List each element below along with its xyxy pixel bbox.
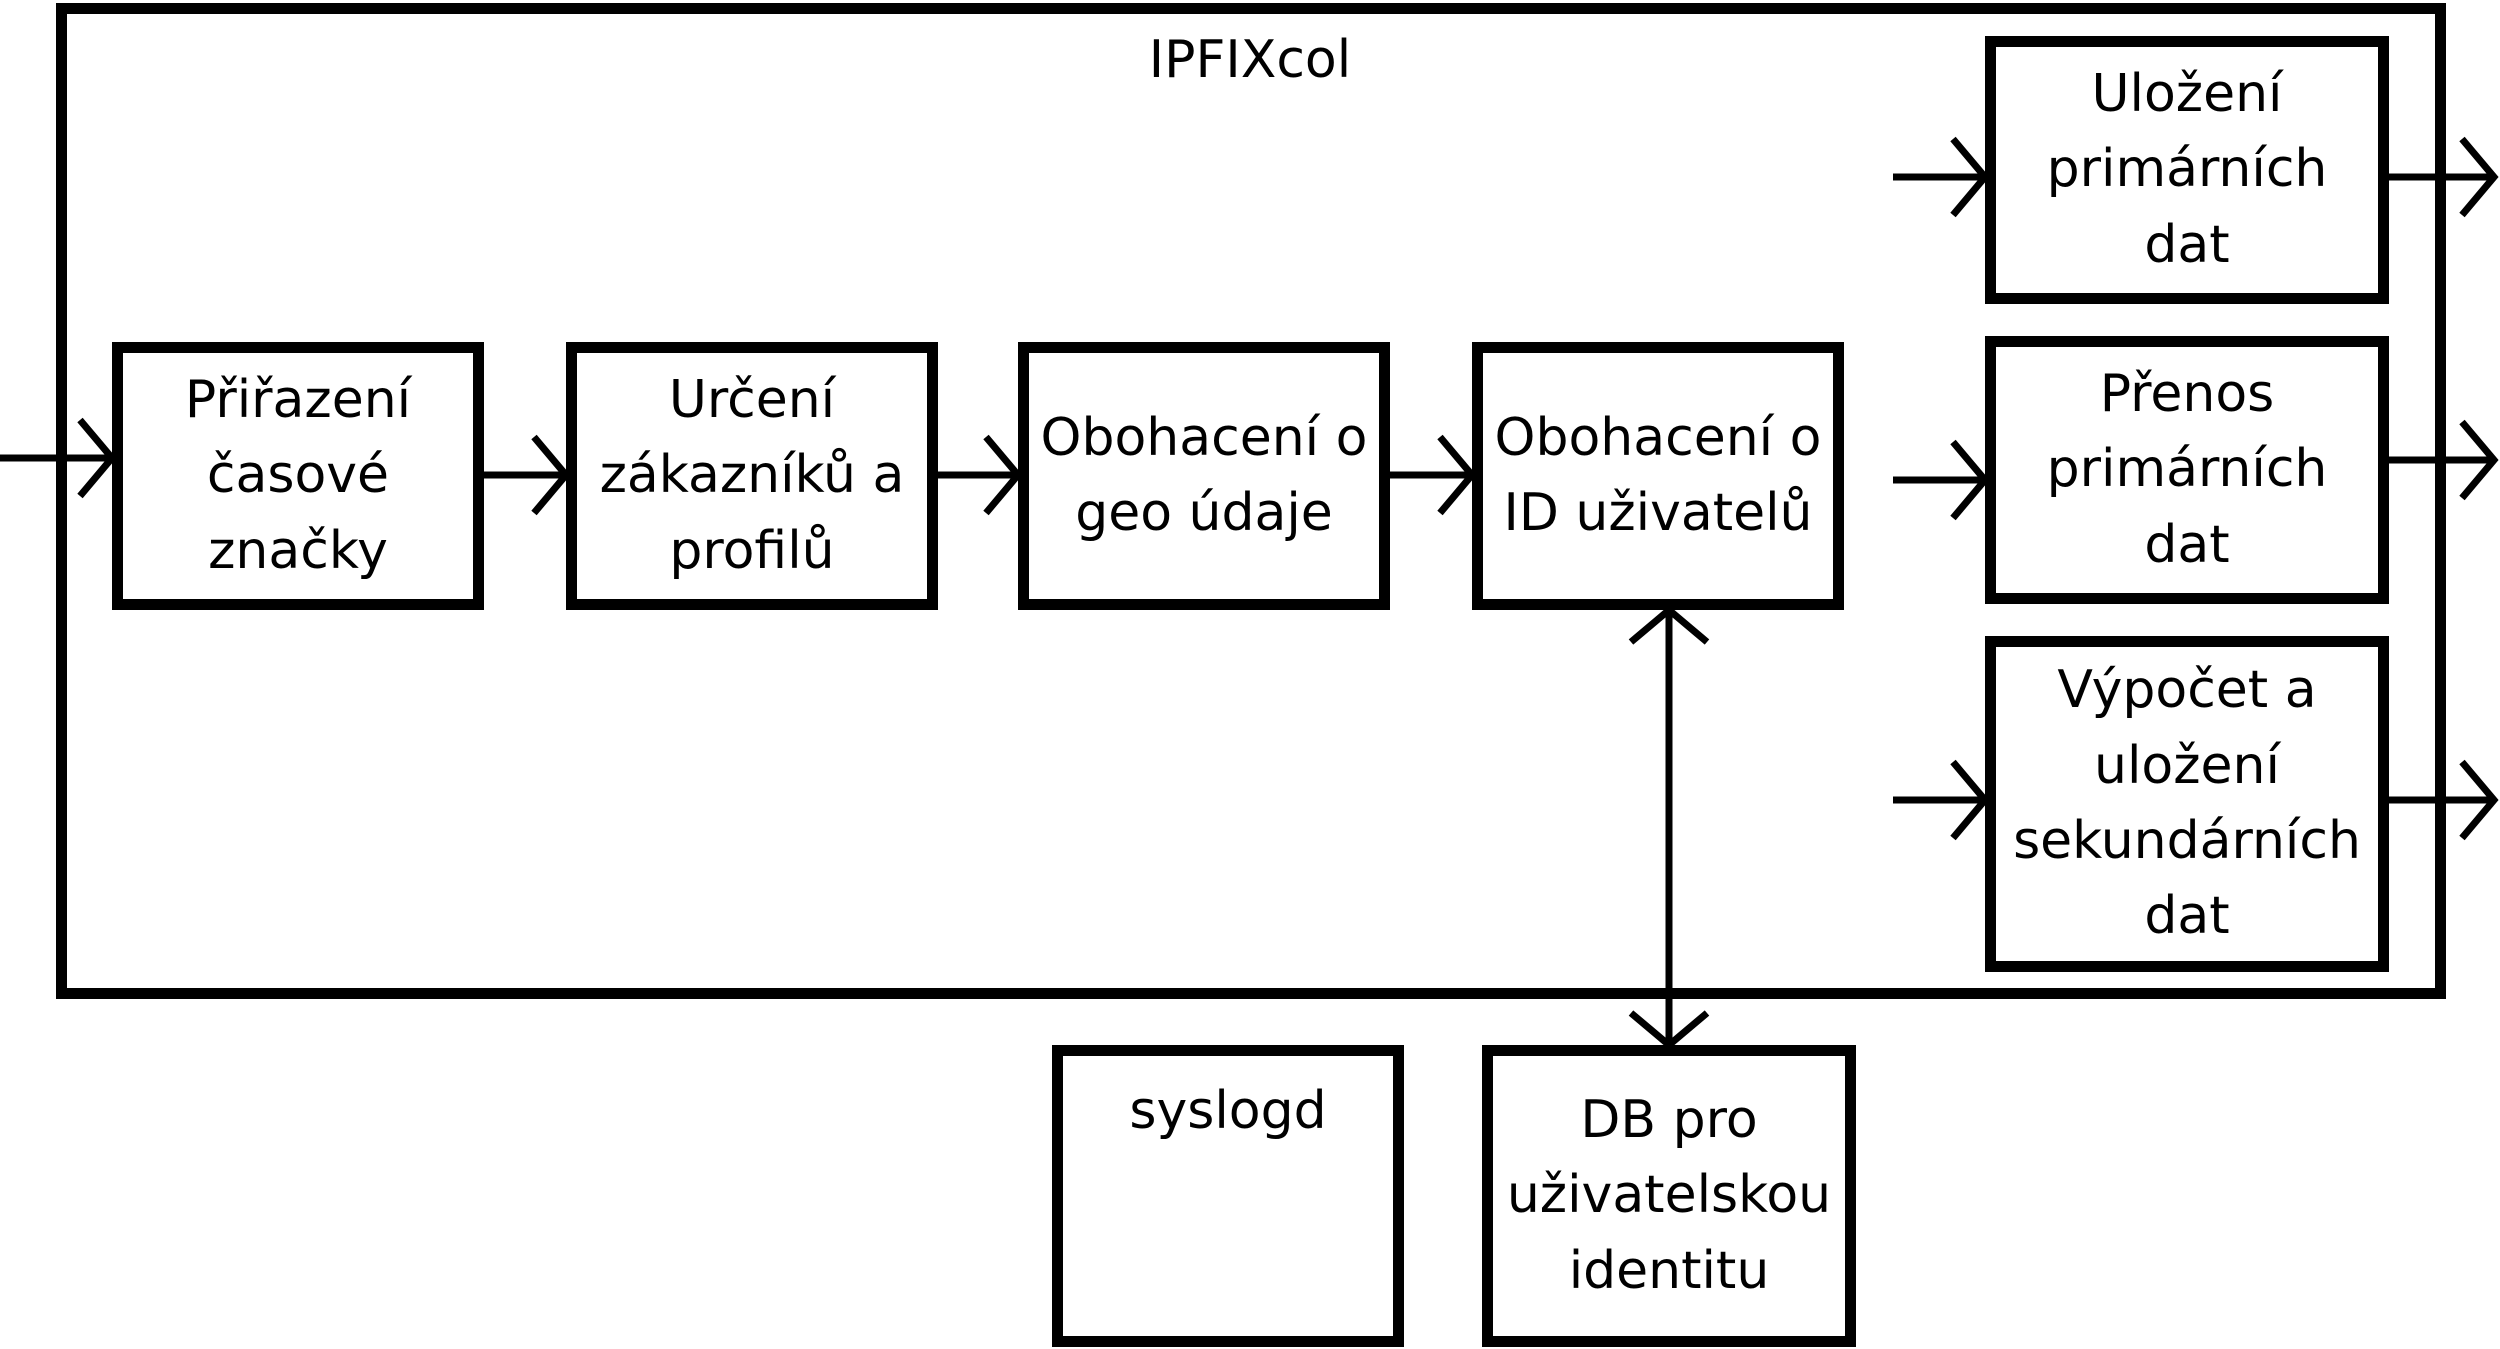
stage-timestamp-assignment: Přiřazení časové značky <box>112 342 484 610</box>
external-user-identity-db: DB pro uživatelskou identitu <box>1482 1045 1856 1347</box>
ipfixcol-title: IPFIXcol <box>1148 30 1352 90</box>
output-compute-secondary: Výpočet a uložení sekundárních dat <box>1985 636 2389 972</box>
stage-geo-enrichment: Obohacení o geo údaje <box>1018 342 1390 610</box>
ipfixcol-frame <box>56 3 2446 999</box>
stage-customer-profile: Určení zákazníků a profilů <box>566 342 938 610</box>
output-transfer-primary: Přenos primárních dat <box>1985 336 2389 604</box>
external-syslogd: syslogd <box>1052 1045 1404 1347</box>
output-store-primary: Uložení primárních dat <box>1985 36 2389 304</box>
stage-user-id-enrichment: Obohacení o ID uživatelů <box>1472 342 1844 610</box>
